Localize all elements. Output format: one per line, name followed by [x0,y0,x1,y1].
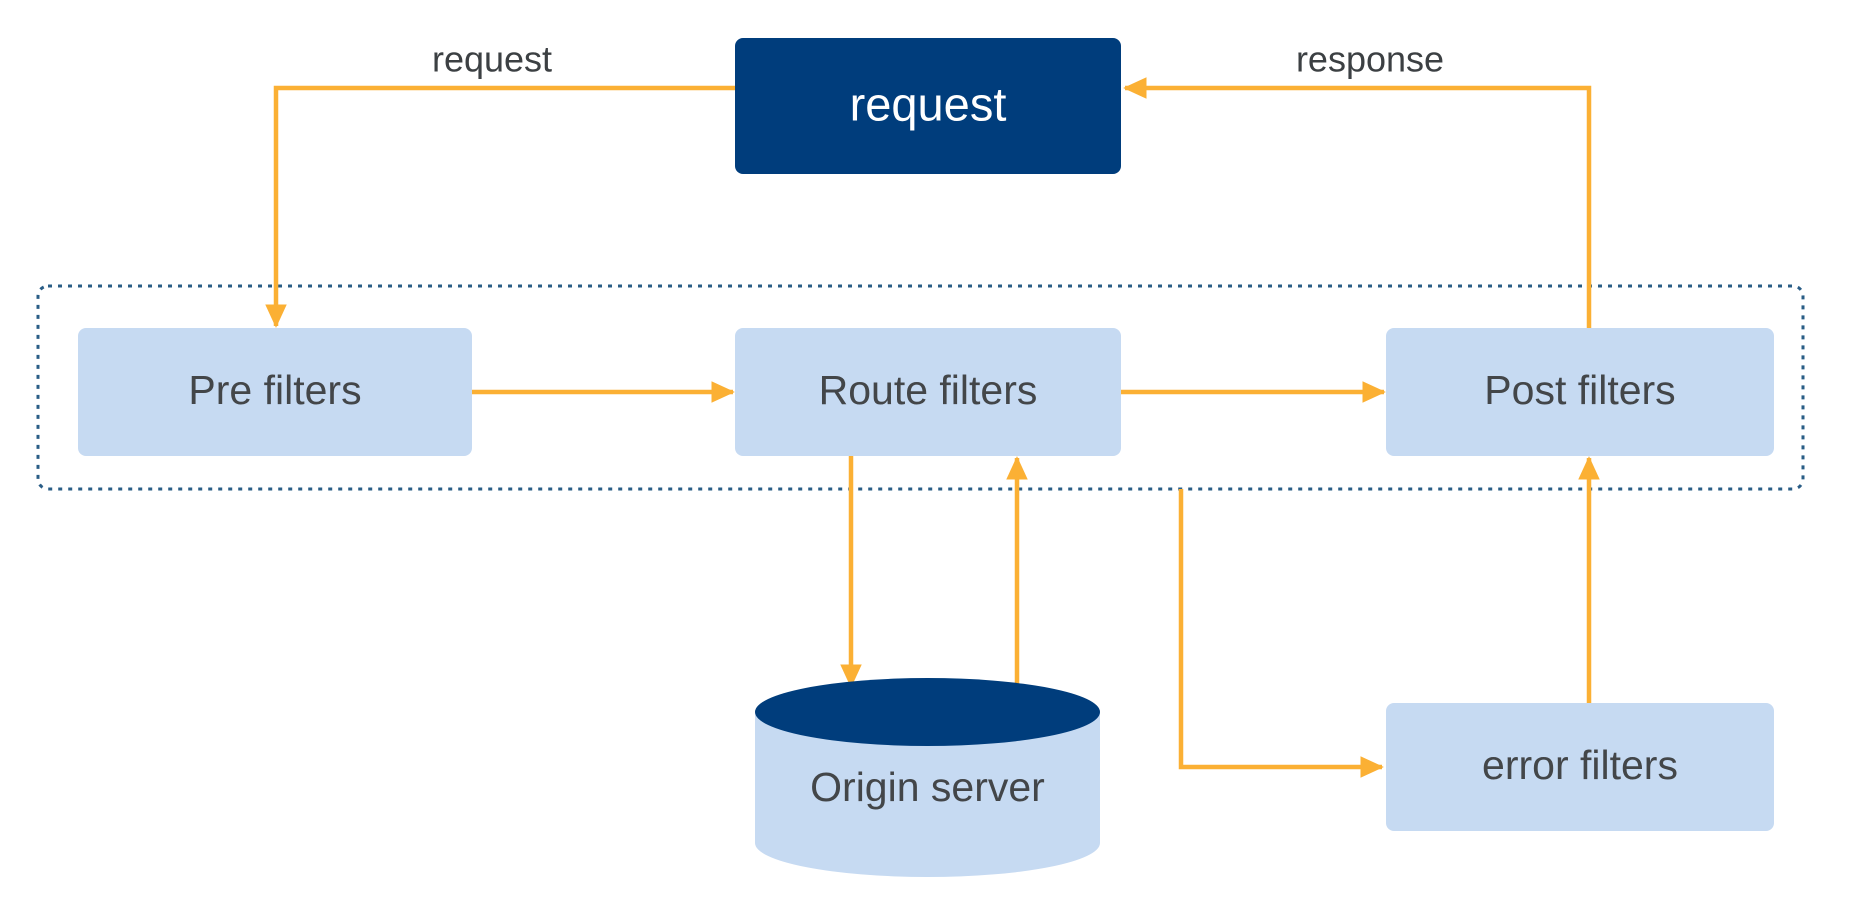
node-pre-filters[interactable]: Pre filters [78,328,472,456]
node-request-box[interactable] [735,38,1121,174]
node-post-filters[interactable]: Post filters [1386,328,1774,456]
node-error-filters[interactable]: error filters [1386,703,1774,831]
filter-chain-container [36,284,1805,491]
edge-label-request: request [432,39,552,80]
edge-post-to-request [1123,77,1592,328]
node-origin-server[interactable]: Origin server [755,678,1101,877]
edge-label-response: response [1296,39,1444,80]
node-request-label: request [850,77,1007,130]
node-error-filters-box[interactable] [1386,703,1774,831]
edge-chain-to-error-filters [1178,489,1384,778]
node-route-filters[interactable]: Route filters [735,328,1121,456]
node-route-filters-box[interactable] [735,328,1121,456]
node-pre-filters-box[interactable] [78,328,472,456]
node-origin-server-top [755,678,1100,746]
node-pre-filters-label: Pre filters [188,367,361,413]
node-request[interactable]: request [735,38,1121,174]
node-origin-server-body[interactable] [755,712,1101,877]
node-post-filters-box[interactable] [1386,328,1774,456]
edge-request-to-pre-filters [265,85,735,328]
node-origin-server-label: Origin server [810,764,1045,810]
node-post-filters-label: Post filters [1484,367,1675,413]
node-error-filters-label: error filters [1482,742,1678,788]
node-route-filters-label: Route filters [819,367,1038,413]
